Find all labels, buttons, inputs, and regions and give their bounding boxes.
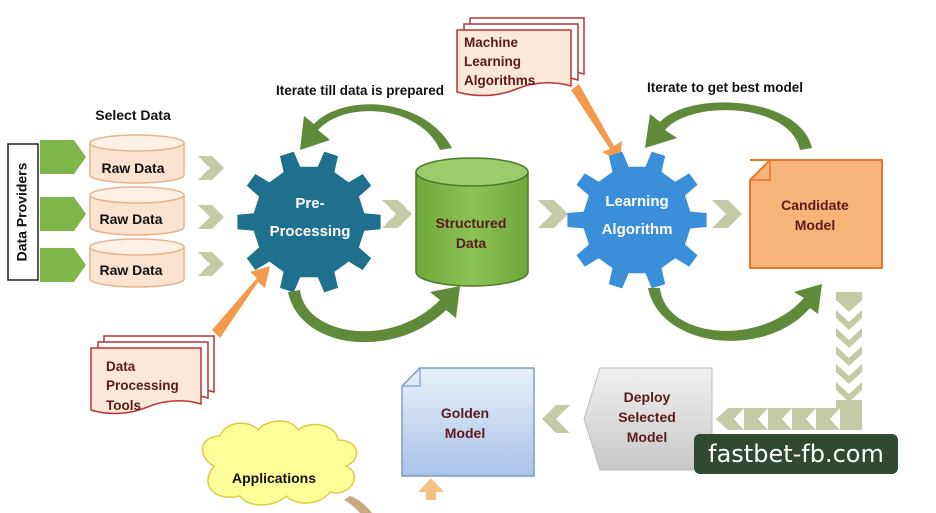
deploy-label-2: Selected xyxy=(618,409,676,425)
learning-algorithm-label-1: Learning xyxy=(605,193,668,210)
ml-algorithms-documents: Machine Learning Algorithms xyxy=(456,17,585,97)
learning-algorithm-label-2: Algorithm xyxy=(602,221,673,238)
pre-processing-label-2: Processing xyxy=(270,223,351,240)
data-iteration-cycle xyxy=(288,104,460,343)
applications-to-golden-arrow xyxy=(418,478,444,500)
deploy-label-3: Model xyxy=(627,429,667,445)
golden-model-label-2: Model xyxy=(445,425,485,441)
golden-model-box: Golden Model xyxy=(401,367,535,477)
raw-data-label-1: Raw Data xyxy=(101,160,164,176)
candidate-model-label-2: Model xyxy=(795,217,835,233)
ml-algorithms-label-1: Machine xyxy=(464,35,519,50)
data-processing-tools-label-3: Tools xyxy=(106,398,141,413)
iterate-data-label: Iterate till data is prepared xyxy=(276,83,444,98)
raw-data-cylinder-3: Raw Data xyxy=(89,238,185,288)
data-providers-label: Data Providers xyxy=(14,162,30,261)
select-data-label: Select Data xyxy=(95,107,171,123)
raw-data-label-3: Raw Data xyxy=(99,262,162,278)
ml-algorithms-label-2: Learning xyxy=(464,54,521,69)
pre-processing-label-1: Pre- xyxy=(295,195,324,212)
deploy-to-golden-arrow xyxy=(542,405,570,433)
raw-data-label-2: Raw Data xyxy=(99,211,162,227)
candidate-down-chevrons xyxy=(836,292,862,408)
applications-cloud: Applications xyxy=(201,420,358,506)
learning-to-candidate-arrow xyxy=(712,200,742,228)
structured-data-label-1: Structured xyxy=(436,215,507,231)
provider-arrow-2 xyxy=(40,197,86,231)
applications-connector xyxy=(344,496,372,513)
deploy-selected-model-box: Deploy Selected Model xyxy=(583,367,713,471)
provider-arrow-3 xyxy=(40,248,86,282)
raw-to-preprocess-arrows xyxy=(198,156,224,276)
provider-arrow-1 xyxy=(40,140,86,174)
ml-algorithms-label-3: Algorithms xyxy=(464,73,535,88)
model-iteration-cycle xyxy=(645,102,822,341)
applications-label: Applications xyxy=(232,470,316,486)
structured-data-cylinder: Structured Data xyxy=(415,157,529,287)
data-processing-tools-label-2: Processing xyxy=(106,378,179,393)
learning-algorithm-gear: Learning Algorithm xyxy=(567,151,707,289)
raw-data-cylinder-1: Raw Data xyxy=(89,134,185,184)
to-deploy-chevrons xyxy=(716,408,862,430)
structured-data-label-2: Data xyxy=(456,235,487,251)
watermark-badge: fastbet-fb.com xyxy=(694,434,898,474)
data-providers-box: Data Providers xyxy=(7,143,39,281)
tools-to-preprocessing-arrow xyxy=(212,266,270,338)
data-processing-tools-label-1: Data xyxy=(106,359,136,374)
structured-to-learning-arrow xyxy=(538,200,568,228)
data-processing-tools-documents: Data Processing Tools xyxy=(90,335,215,415)
deploy-label-1: Deploy xyxy=(624,389,671,405)
golden-model-label-1: Golden xyxy=(441,405,489,421)
candidate-model-box: Candidate Model xyxy=(749,159,883,269)
preprocess-to-structured-arrow xyxy=(382,200,412,228)
candidate-model-label-1: Candidate xyxy=(781,197,849,213)
provider-arrows xyxy=(40,140,86,282)
pre-processing-gear: Pre- Processing xyxy=(237,151,381,293)
algorithms-to-learning-arrow xyxy=(571,84,622,162)
raw-data-cylinder-2: Raw Data xyxy=(89,186,185,236)
iterate-model-label: Iterate to get best model xyxy=(647,80,803,95)
